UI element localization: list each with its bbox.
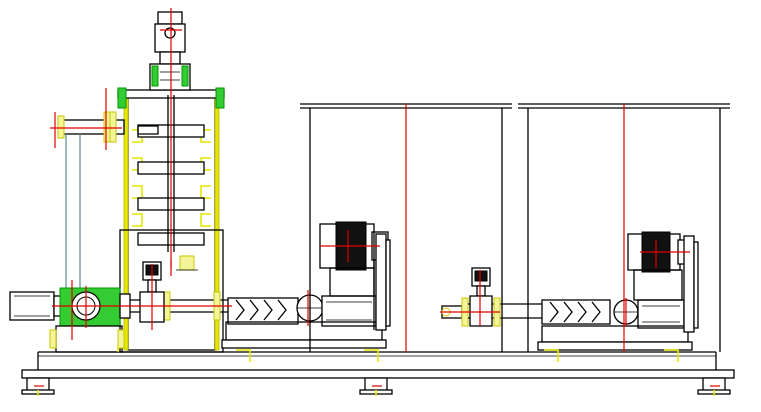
inlet-pipe <box>57 111 159 300</box>
agitator-motor <box>149 11 191 91</box>
feed-pump <box>9 287 131 353</box>
pressure-transmitter-2 <box>469 267 493 327</box>
anchor-markers <box>117 346 679 362</box>
centerlines <box>34 8 720 387</box>
base-frame <box>21 351 735 396</box>
screw-pump-2 <box>537 231 699 351</box>
screw-pump-1 <box>221 221 391 349</box>
